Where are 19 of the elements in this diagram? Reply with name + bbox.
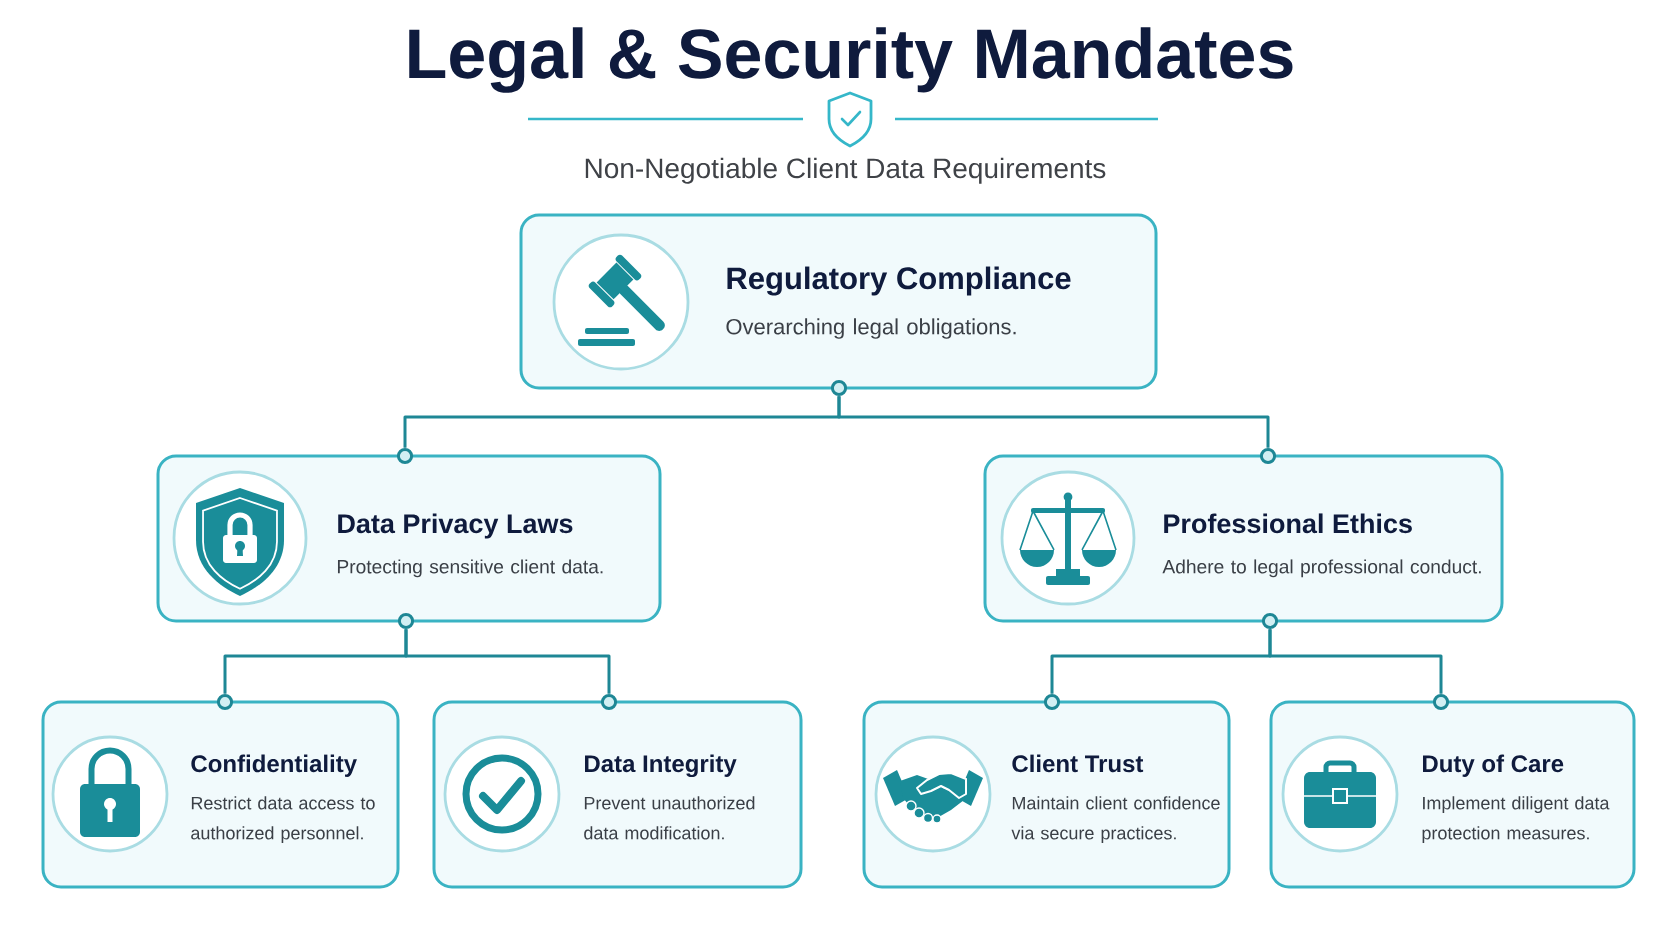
card-title: Data Privacy Laws: [338, 513, 573, 539]
card-text: Implement diligent data protection measures.: [1422, 796, 1610, 844]
connector: [1268, 629, 1443, 694]
card-text: Maintain client confidence via secure practices.: [1011, 796, 1220, 844]
card-title: Professional Ethics: [1164, 513, 1412, 534]
card-title: Duty of Care: [1423, 754, 1564, 777]
card-title: Data Integrity: [585, 754, 737, 778]
card-title: Regulatory Compliance: [727, 266, 1071, 296]
card-text: Adhere to legal professional conduct.: [1162, 559, 1481, 578]
card-text: Protecting sensitive client data.: [338, 559, 603, 578]
card-text: Prevent unauthorized data modification.: [584, 796, 755, 840]
card-text: Restrict data access to authorized personnel.: [191, 796, 375, 844]
subtitle: Non-Negotiable Client Data Requirements: [585, 157, 1106, 184]
card-text: Overarching legal obligations.: [726, 318, 1016, 339]
card-title: Client Trust: [1012, 754, 1144, 773]
connector: [404, 629, 611, 694]
title: Legal & Security Mandates: [409, 27, 1293, 93]
connector: [837, 396, 1270, 448]
card-title: Confidentiality: [191, 754, 357, 777]
